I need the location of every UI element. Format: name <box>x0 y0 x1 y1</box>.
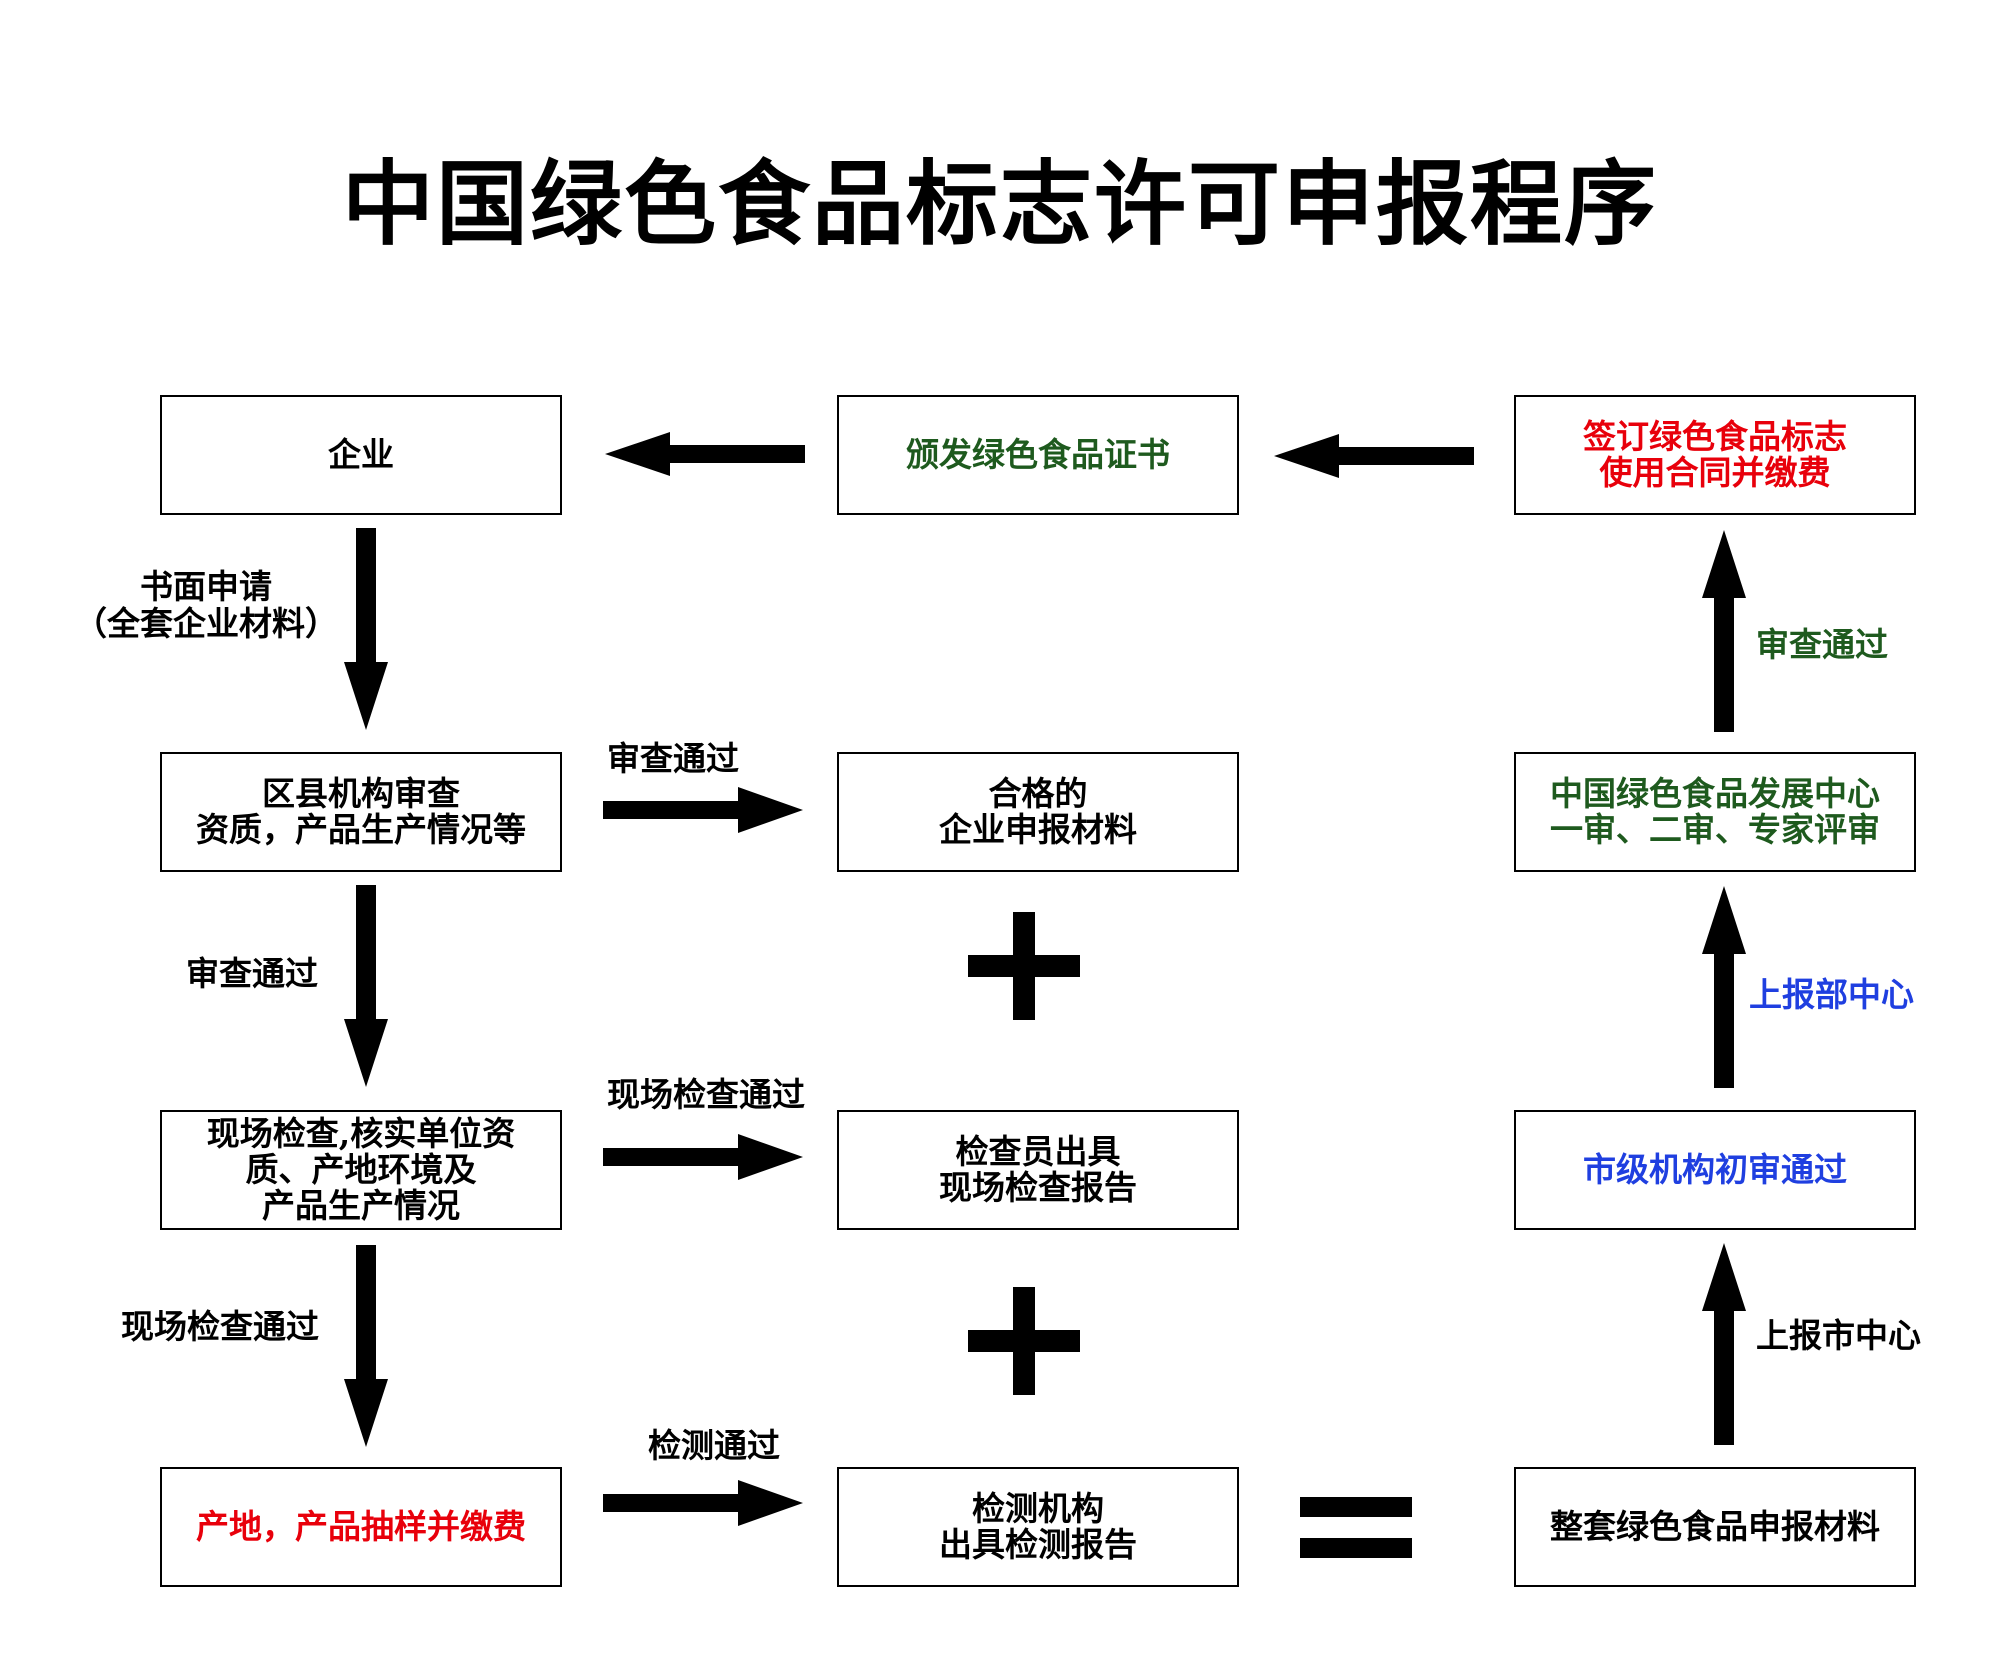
node-qualified-materials-text-line: 企业申报材料 <box>939 810 1137 849</box>
node-full-materials-text: 整套绿色食品申报材料 <box>1550 1509 1880 1545</box>
node-sign-contract-text-line: 使用合同并缴费 <box>1599 453 1831 492</box>
label-report-city-center: 上报市中心 <box>1756 1317 1921 1354</box>
node-enterprise-text: 企业 <box>328 437 394 473</box>
arrow-center-to-contract <box>1702 530 1746 732</box>
node-qualified-materials-text-line: 合格的 <box>988 774 1088 813</box>
node-inspector-report-text-line: 现场检查报告 <box>939 1168 1137 1207</box>
plus-sign-2-vertical <box>1013 1287 1035 1395</box>
node-full-materials: 整套绿色食品申报材料 <box>1514 1467 1916 1587</box>
node-county-review: 区县机构审查资质，产品生产情况等 <box>160 752 562 872</box>
node-county-review-text-line: 区县机构审查 <box>262 774 460 813</box>
node-site-inspection-text-line: 质、产地环境及 <box>245 1150 477 1189</box>
arrow-site-to-inspector <box>603 1134 803 1180</box>
node-qualified-materials-text: 合格的企业申报材料 <box>939 776 1137 848</box>
node-inspector-report-text: 检查员出具现场检查报告 <box>939 1134 1137 1206</box>
arrow-enterprise-to-county <box>344 528 388 730</box>
node-center-review-text: 中国绿色食品发展中心一审、二审、专家评审 <box>1550 776 1880 848</box>
arrow-site-to-sampling <box>344 1245 388 1447</box>
node-sampling: 产地，产品抽样并缴费 <box>160 1467 562 1587</box>
label-report-ministry-center-line: 上报部中心 <box>1749 975 1914 1014</box>
label-site-pass-right: 现场检查通过 <box>607 1076 805 1113</box>
label-written-application-line: 书面申请 <box>140 567 272 606</box>
node-center-review-text-line: 中国绿色食品发展中心 <box>1550 774 1880 813</box>
label-site-pass-right-line: 现场检查通过 <box>607 1075 805 1114</box>
plus-sign-1-vertical <box>1013 912 1035 1020</box>
label-review-pass-right-line: 审查通过 <box>607 739 739 778</box>
label-test-pass-right: 检测通过 <box>648 1427 780 1464</box>
label-review-pass-down-line: 审查通过 <box>186 954 318 993</box>
arrow-full-to-city <box>1702 1243 1746 1445</box>
node-city-review-text: 市级机构初审通过 <box>1583 1152 1847 1188</box>
node-sampling-text: 产地，产品抽样并缴费 <box>196 1509 526 1545</box>
node-qualified-materials: 合格的企业申报材料 <box>837 752 1239 872</box>
node-enterprise: 企业 <box>160 395 562 515</box>
label-report-city-center-line: 上报市中心 <box>1756 1316 1921 1355</box>
arrow-certificate-to-enterprise <box>605 432 805 476</box>
node-sampling-text-line: 产地，产品抽样并缴费 <box>196 1507 526 1546</box>
label-review-pass-down: 审查通过 <box>186 955 318 992</box>
node-inspector-report: 检查员出具现场检查报告 <box>837 1110 1239 1230</box>
label-report-ministry-center: 上报部中心 <box>1749 976 1914 1013</box>
arrow-sampling-to-testing <box>603 1480 803 1526</box>
node-center-review-text-line: 一审、二审、专家评审 <box>1550 810 1880 849</box>
node-county-review-text: 区县机构审查资质，产品生产情况等 <box>196 776 526 848</box>
label-review-pass-right: 审查通过 <box>607 740 739 777</box>
node-city-review: 市级机构初审通过 <box>1514 1110 1916 1230</box>
node-inspector-report-text-line: 检查员出具 <box>955 1132 1121 1171</box>
node-sign-contract-text: 签订绿色食品标志使用合同并缴费 <box>1583 419 1847 491</box>
node-county-review-text-line: 资质，产品生产情况等 <box>196 810 526 849</box>
arrow-county-to-site <box>344 885 388 1087</box>
arrow-county-to-qualified <box>603 787 803 833</box>
node-full-materials-text-line: 整套绿色食品申报材料 <box>1550 1507 1880 1546</box>
diagram-title: 中国绿色食品标志许可申报程序 <box>341 150 1658 258</box>
arrow-contract-to-certificate <box>1274 434 1474 478</box>
node-site-inspection: 现场检查,核实单位资质、产地环境及产品生产情况 <box>160 1110 562 1230</box>
node-testing-report-text-line: 检测机构 <box>972 1489 1104 1528</box>
label-site-pass-down: 现场检查通过 <box>121 1308 319 1345</box>
equals-sign-top <box>1300 1497 1412 1517</box>
node-center-review: 中国绿色食品发展中心一审、二审、专家评审 <box>1514 752 1916 872</box>
label-test-pass-right-line: 检测通过 <box>648 1426 780 1465</box>
node-site-inspection-text-line: 产品生产情况 <box>262 1186 460 1225</box>
equals-sign-bottom <box>1300 1538 1412 1558</box>
label-review-pass-up-line: 审查通过 <box>1756 625 1888 664</box>
label-site-pass-down-line: 现场检查通过 <box>121 1307 319 1346</box>
node-testing-report-text: 检测机构出具检测报告 <box>939 1491 1137 1563</box>
node-site-inspection-text-line: 现场检查,核实单位资 <box>206 1114 516 1153</box>
node-testing-report: 检测机构出具检测报告 <box>837 1467 1239 1587</box>
arrow-city-to-center <box>1702 886 1746 1088</box>
label-written-application-line: （全套企业材料） <box>74 604 338 643</box>
node-site-inspection-text: 现场检查,核实单位资质、产地环境及产品生产情况 <box>207 1116 516 1224</box>
node-issue-certificate: 颁发绿色食品证书 <box>837 395 1239 515</box>
node-enterprise-text-line: 企业 <box>328 435 394 474</box>
node-sign-contract-text-line: 签订绿色食品标志 <box>1583 417 1847 456</box>
label-written-application: 书面申请（全套企业材料） <box>50 568 362 642</box>
node-sign-contract: 签订绿色食品标志使用合同并缴费 <box>1514 395 1916 515</box>
node-issue-certificate-text: 颁发绿色食品证书 <box>906 437 1170 473</box>
node-issue-certificate-text-line: 颁发绿色食品证书 <box>906 435 1170 474</box>
node-city-review-text-line: 市级机构初审通过 <box>1583 1150 1847 1189</box>
node-testing-report-text-line: 出具检测报告 <box>939 1525 1137 1564</box>
label-review-pass-up: 审查通过 <box>1756 626 1888 663</box>
